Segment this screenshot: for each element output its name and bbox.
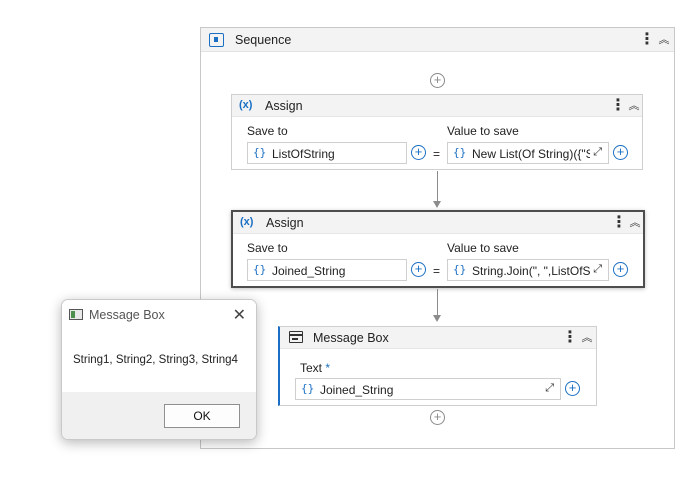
message-box-text-value: Joined_String [320, 383, 394, 397]
message-box-icon [289, 331, 303, 343]
assign-1-save-to-value: ListOfString [272, 147, 335, 161]
flow-arrow-icon [433, 201, 441, 208]
assign-activity-1[interactable]: (x) Assign ⋮ ︽ Save to Value to save {} … [231, 94, 643, 170]
assign-1-value-plus-icon[interactable]: + [613, 145, 628, 160]
assign-1-title: Assign [265, 99, 303, 113]
equals-sign: = [433, 147, 441, 161]
assign-1-value: New List(Of String)({"S [472, 147, 590, 161]
assign-2-collapse-icon[interactable]: ︽ [629, 217, 641, 229]
assign-1-menu-icon[interactable]: ⋮ [610, 97, 626, 114]
text-label: Text * [300, 361, 331, 375]
value-to-save-label: Value to save [447, 241, 519, 255]
message-box-activity-title: Message Box [313, 331, 389, 345]
assign-1-value-field[interactable]: {} New List(Of String)({"S ⤢ [447, 142, 609, 164]
expression-braces-icon: {} [253, 146, 267, 159]
value-to-save-label: Value to save [447, 124, 519, 138]
assign-icon: (x) [240, 216, 254, 228]
sequence-title: Sequence [235, 33, 292, 47]
assign-1-save-to-field[interactable]: {} ListOfString [247, 142, 407, 164]
expression-braces-icon: {} [453, 263, 467, 276]
ok-button[interactable]: OK [164, 404, 240, 428]
assign-2-header[interactable]: (x) Assign ⋮ ︽ [233, 212, 643, 234]
message-box-text-plus-icon[interactable]: + [565, 381, 580, 396]
message-box-collapse-icon[interactable]: ︽ [581, 332, 593, 344]
expand-editor-icon[interactable]: ⤢ [593, 263, 602, 275]
dialog-body: String1, String2, String3, String4 [62, 328, 256, 392]
expand-editor-icon[interactable]: ⤢ [593, 146, 602, 158]
assign-2-menu-icon[interactable]: ⋮ [611, 214, 627, 231]
equals-sign: = [433, 264, 441, 278]
sequence-header[interactable]: Sequence ⋮ ︽ [201, 28, 674, 52]
assign-1-save-to-plus-icon[interactable]: + [411, 145, 426, 160]
flow-arrow-icon [433, 315, 441, 322]
flow-connector [437, 171, 438, 203]
expression-braces-icon: {} [453, 146, 467, 159]
assign-2-value-plus-icon[interactable]: + [613, 262, 628, 277]
save-to-label: Save to [247, 124, 288, 138]
dialog-title-bar[interactable]: Message Box ✕ [62, 300, 256, 328]
dialog-message: String1, String2, String3, String4 [73, 354, 238, 366]
message-box-menu-icon[interactable]: ⋮ [562, 329, 578, 346]
assign-2-save-to-plus-icon[interactable]: + [411, 262, 426, 277]
assign-activity-2[interactable]: (x) Assign ⋮ ︽ Save to Value to save {} … [231, 210, 645, 288]
message-box-activity[interactable]: Message Box ⋮ ︽ Text * {} Joined_String … [278, 326, 597, 406]
close-icon[interactable]: ✕ [232, 307, 246, 324]
assign-2-title: Assign [266, 216, 304, 230]
flow-connector [437, 289, 438, 317]
expand-editor-icon[interactable]: ⤢ [545, 382, 554, 394]
assign-1-header[interactable]: (x) Assign ⋮ ︽ [232, 95, 642, 117]
assign-icon: (x) [239, 99, 253, 111]
dialog-title: Message Box [89, 308, 165, 322]
sequence-container[interactable]: Sequence ⋮ ︽ + (x) Assign ⋮ ︽ Save to Va… [200, 27, 675, 449]
assign-2-save-to-field[interactable]: {} Joined_String [247, 259, 407, 281]
add-activity-top-icon[interactable]: + [430, 73, 445, 88]
window-icon [69, 309, 83, 320]
save-to-label: Save to [247, 241, 288, 255]
assign-2-value-field[interactable]: {} String.Join(", ",ListOfSt ⤢ [447, 259, 609, 281]
message-box-dialog[interactable]: Message Box ✕ String1, String2, String3,… [61, 299, 257, 440]
dialog-footer: OK [62, 392, 256, 439]
assign-2-value: String.Join(", ",ListOfSt [472, 264, 590, 278]
sequence-icon [209, 33, 224, 47]
sequence-menu-icon[interactable]: ⋮ [639, 31, 655, 48]
message-box-text-field[interactable]: {} Joined_String ⤢ [295, 378, 561, 400]
add-activity-bottom-icon[interactable]: + [430, 410, 445, 425]
assign-1-collapse-icon[interactable]: ︽ [628, 100, 640, 112]
sequence-collapse-icon[interactable]: ︽ [658, 34, 670, 46]
required-marker: * [325, 361, 331, 375]
expression-braces-icon: {} [253, 263, 267, 276]
expression-braces-icon: {} [301, 382, 315, 395]
message-box-activity-header[interactable]: Message Box ⋮ ︽ [280, 327, 596, 349]
assign-2-save-to-value: Joined_String [272, 264, 346, 278]
